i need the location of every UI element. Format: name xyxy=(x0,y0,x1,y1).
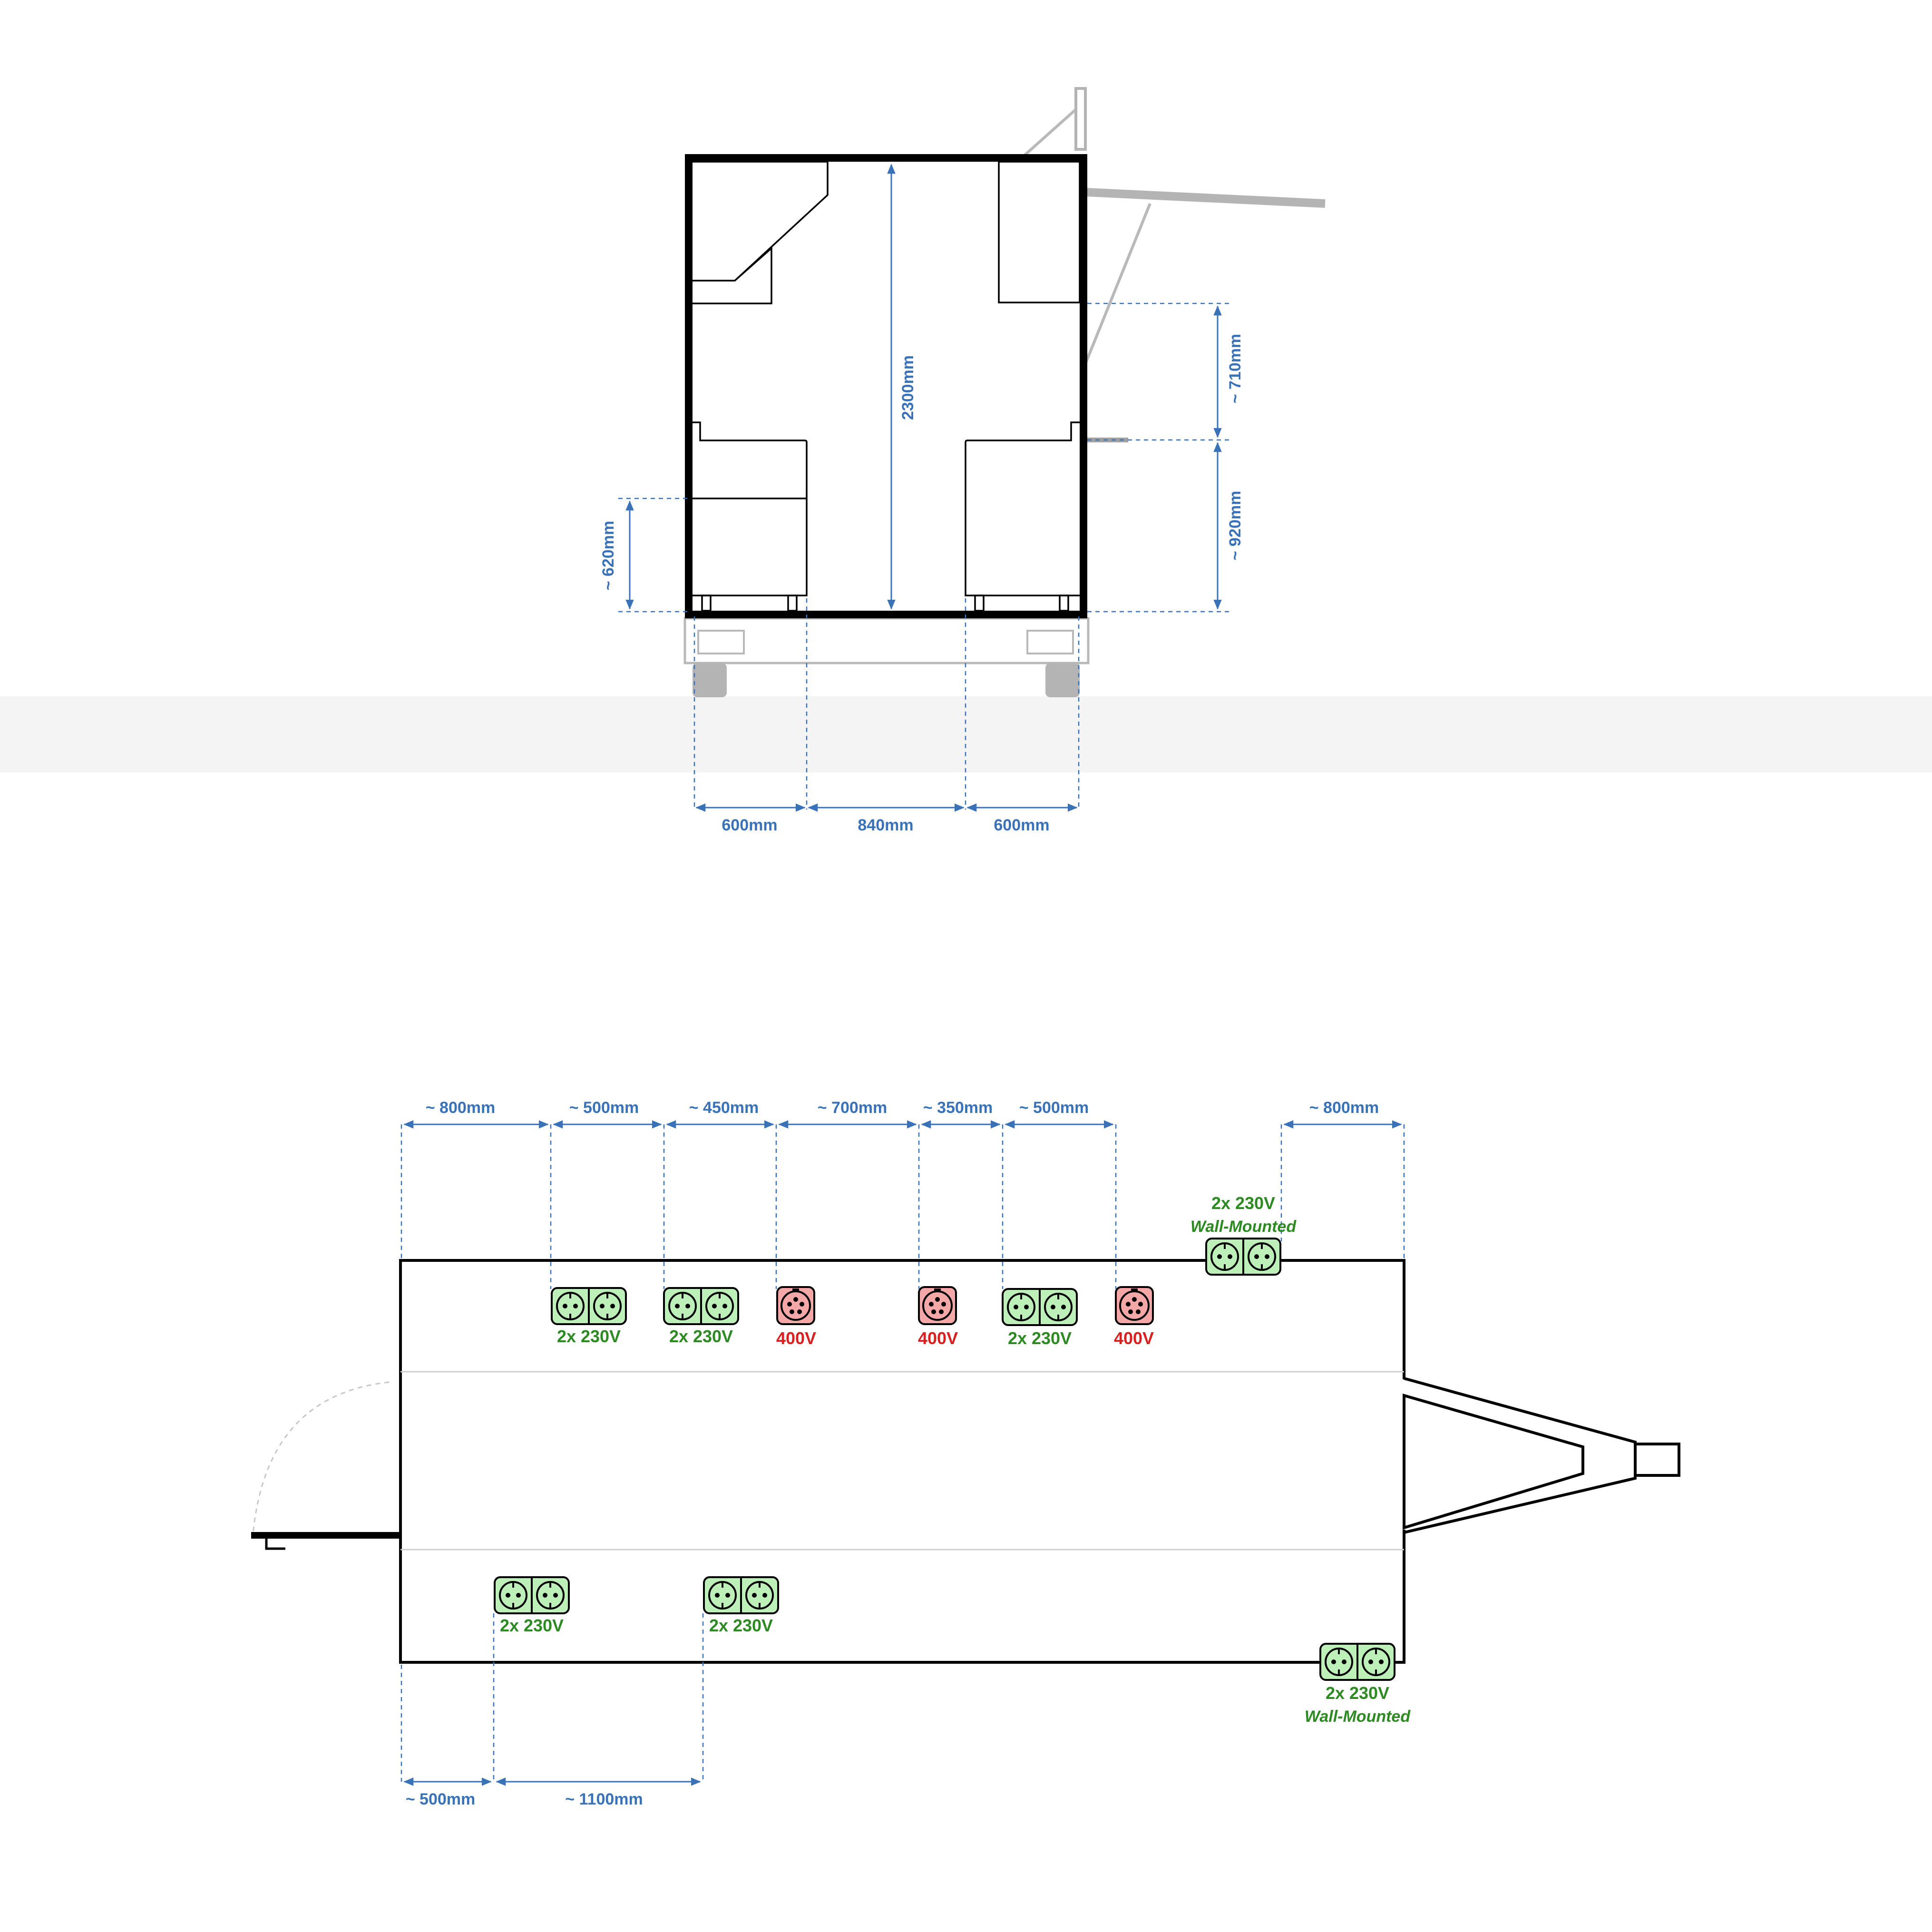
label-right-upper: ~ 710mm xyxy=(1226,334,1244,404)
sockets xyxy=(494,1238,1395,1681)
ground-band xyxy=(0,696,1932,772)
trailer-walls xyxy=(685,154,1087,618)
left-counter xyxy=(693,421,808,596)
wheel-left xyxy=(693,663,727,697)
socket-400v-top-3 xyxy=(1115,1286,1154,1325)
right-counter xyxy=(965,421,1080,596)
socket-230v-bottom-1 xyxy=(494,1576,570,1614)
socket-label-top-3: 400V xyxy=(776,1328,816,1348)
socket-label-top-1: 2x 230V xyxy=(557,1327,621,1346)
label-top-7: ~ 800mm xyxy=(1309,1099,1379,1117)
interior-furniture xyxy=(693,161,1081,612)
label-top-3: ~ 450mm xyxy=(689,1099,759,1117)
socket-230v-bottom-2 xyxy=(703,1576,779,1614)
bottom-extension-lines xyxy=(400,1613,704,1782)
socket-label-top-4: 400V xyxy=(918,1328,958,1348)
top-extension-lines xyxy=(400,1124,1405,1289)
socket-230v-wall-bottom xyxy=(1319,1643,1395,1681)
drawbar xyxy=(1401,1377,1680,1534)
serving-hatch-awning xyxy=(1022,87,1326,442)
upper-right-cabinet xyxy=(998,161,1081,303)
socket-230v-top-1 xyxy=(551,1287,627,1325)
wall-socket-top-label: 2x 230V xyxy=(1211,1193,1275,1213)
label-top-2: ~ 500mm xyxy=(569,1099,639,1117)
socket-230v-wall-top xyxy=(1205,1238,1281,1276)
label-bottom-middle: 840mm xyxy=(858,816,913,834)
label-left-counter: ~ 620mm xyxy=(599,521,617,591)
plan-view: ~ 800mm ~ 500mm ~ 450mm ~ 700mm ~ 350mm … xyxy=(251,1099,1680,1808)
tow-coupling xyxy=(1634,1443,1680,1477)
label-right-lower: ~ 920mm xyxy=(1226,491,1244,561)
label-top-4: ~ 700mm xyxy=(818,1099,888,1117)
side-extension-lines xyxy=(618,302,1230,810)
socket-label-bottom-1: 2x 230V xyxy=(500,1616,564,1635)
side-view: 2300mm ~ 710mm ~ 920mm ~ 620mm 600mm 840… xyxy=(0,87,1932,834)
socket-label-top-6: 400V xyxy=(1114,1328,1154,1348)
wall-socket-bottom-note: Wall-Mounted xyxy=(1305,1708,1411,1726)
label-top-5: ~ 350mm xyxy=(923,1099,993,1117)
label-interior-height: 2300mm xyxy=(899,355,917,420)
chassis xyxy=(683,617,1090,697)
label-top-1: ~ 800mm xyxy=(426,1099,496,1117)
upper-left-cabinet xyxy=(693,161,829,304)
socket-label-top-2: 2x 230V xyxy=(669,1327,733,1346)
wall-socket-top-note: Wall-Mounted xyxy=(1190,1218,1297,1236)
socket-label-top-5: 2x 230V xyxy=(1008,1328,1072,1348)
label-top-6: ~ 500mm xyxy=(1019,1099,1089,1117)
label-bottom-right: 600mm xyxy=(994,816,1049,834)
wall-socket-bottom-label: 2x 230V xyxy=(1326,1683,1389,1703)
door-swing-arc xyxy=(252,1381,390,1534)
door-handle xyxy=(265,1538,285,1550)
wheel-right xyxy=(1045,663,1080,697)
label-bottom-2: ~ 1100mm xyxy=(565,1790,643,1808)
socket-400v-top-1 xyxy=(776,1286,815,1325)
socket-label-bottom-2: 2x 230V xyxy=(709,1616,773,1635)
label-bottom-left: 600mm xyxy=(722,816,777,834)
socket-400v-top-2 xyxy=(918,1286,957,1325)
socket-230v-top-3 xyxy=(1002,1288,1078,1326)
socket-230v-top-2 xyxy=(663,1287,739,1325)
label-bottom-1: ~ 500mm xyxy=(406,1790,476,1808)
